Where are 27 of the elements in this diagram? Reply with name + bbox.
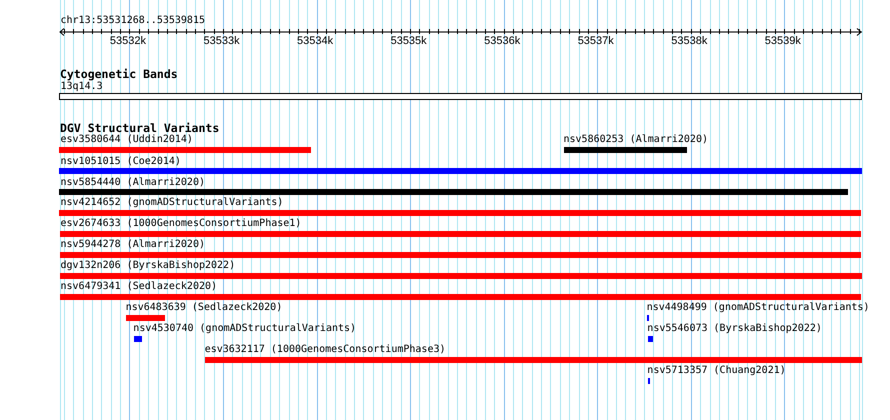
variant-label: nsv6483639 (Sedlazeck2020) [126, 302, 282, 314]
axis-tick-label: 53534k [297, 34, 334, 48]
track-title: Cytogenetic Bands [60, 66, 178, 80]
axis-tick-label: 53536k [484, 34, 520, 48]
variant-label: dgv132n206 (ByrskaBishop2022) [60, 260, 236, 272]
variant-label: esv2674633 (1000GenomesConsortiumPhase1) [60, 218, 302, 230]
axis-tick-label: 53532k [110, 34, 146, 48]
axis-tick-label: 53537k [578, 34, 614, 48]
band-label: 13q14.3 [60, 80, 103, 92]
variant-label: nsv5860253 (Almarri2020) [564, 134, 708, 146]
variant-label: nsv1051015 (Coe2014) [60, 156, 181, 168]
variant-label: nsv4498499 (gnomADStructuralVariants) [646, 302, 870, 314]
axis-tick-label: 53538k [671, 34, 708, 48]
variant-label: esv3632117 (1000GenomesConsortiumPhase3) [204, 344, 446, 356]
variant-label: nsv5546073 (ByrskaBishop2022) [647, 323, 822, 336]
axis-tick-label: 53539k [764, 34, 801, 48]
axis-tick-label: 53533k [203, 34, 240, 48]
coordinate-label: chr13:53531268..53539815 [60, 15, 205, 27]
variant-label: nsv5944278 (Almarri2020) [60, 239, 205, 252]
variant-label: nsv5713357 (Chuang2021) [647, 364, 786, 377]
variant-label: esv3580644 (Uddin2014) [60, 134, 193, 146]
variant-label: nsv5854440 (Almarri2020) [60, 176, 205, 188]
variant-label: nsv4214652 (gnomADStructuralVariants) [60, 197, 284, 209]
variant-label: nsv6479341 (Sedlazeck2020) [60, 280, 218, 293]
axis-tick-label: 53535k [390, 34, 427, 48]
track-title: DGV Structural Variants [60, 120, 220, 134]
variant-label: nsv4530740 (gnomADStructuralVariants) [133, 323, 356, 336]
